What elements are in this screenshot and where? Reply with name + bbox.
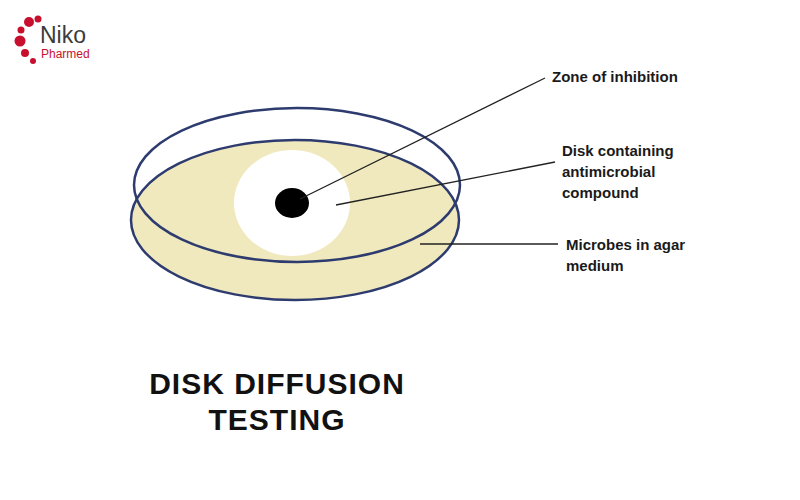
leader-lines — [300, 78, 558, 244]
callout-label: Disk containing antimicrobial compound — [562, 140, 697, 203]
antimicrobial-disk — [275, 188, 309, 218]
logo-subtitle: Pharmed — [41, 48, 90, 61]
leader-line — [336, 162, 555, 205]
dish-lid-outline — [134, 108, 460, 262]
logo-name: Niko — [40, 23, 86, 47]
callout-label: Zone of inhibition — [552, 66, 678, 87]
callout-label: Microbes in agar medium — [566, 234, 721, 276]
leader-line — [420, 243, 558, 244]
dish-base-outline — [131, 140, 459, 300]
zone-of-inhibition — [234, 150, 350, 256]
agar-medium — [131, 140, 459, 300]
diagram-title: DISK DIFFUSION TESTING — [127, 366, 427, 438]
logo-dots — [15, 16, 42, 65]
leader-line — [300, 78, 545, 199]
